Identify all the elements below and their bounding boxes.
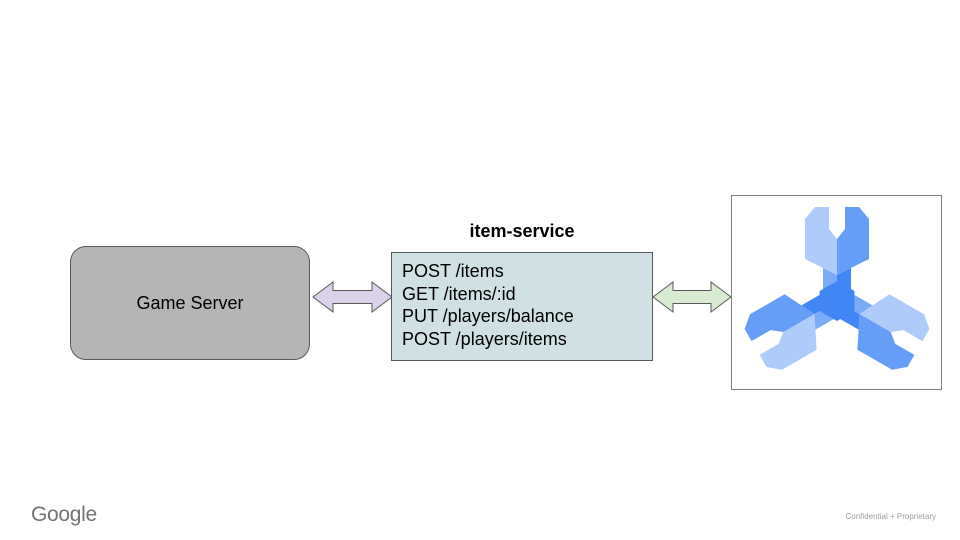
left-double-arrow: [312, 281, 393, 313]
endpoint-line: GET /items/:id: [402, 283, 516, 304]
item-service-box: POST /items GET /items/:id PUT /players/…: [391, 252, 653, 361]
google-logo: Google: [31, 503, 97, 526]
endpoint-line: POST /items: [402, 261, 504, 281]
double-arrow-shape: [312, 281, 393, 313]
spanner-head-left-face: [804, 206, 837, 275]
game-server-label: Game Server: [136, 292, 244, 313]
endpoint-line: PUT /players/balance: [402, 306, 574, 327]
spanner-head-right-face: [836, 206, 869, 275]
item-service-title: item-service: [469, 221, 575, 241]
confidentiality-note: Confidential + Proprietary: [845, 512, 937, 521]
game-server-box: Game Server: [70, 246, 310, 360]
double-arrow-shape: [652, 281, 732, 313]
cloud-spanner-card: [731, 195, 942, 390]
spanner-center-hub: [819, 280, 854, 321]
endpoint-line: POST /players/items: [402, 328, 567, 349]
cloud-spanner-icon: [739, 206, 934, 376]
right-double-arrow: [652, 281, 732, 313]
